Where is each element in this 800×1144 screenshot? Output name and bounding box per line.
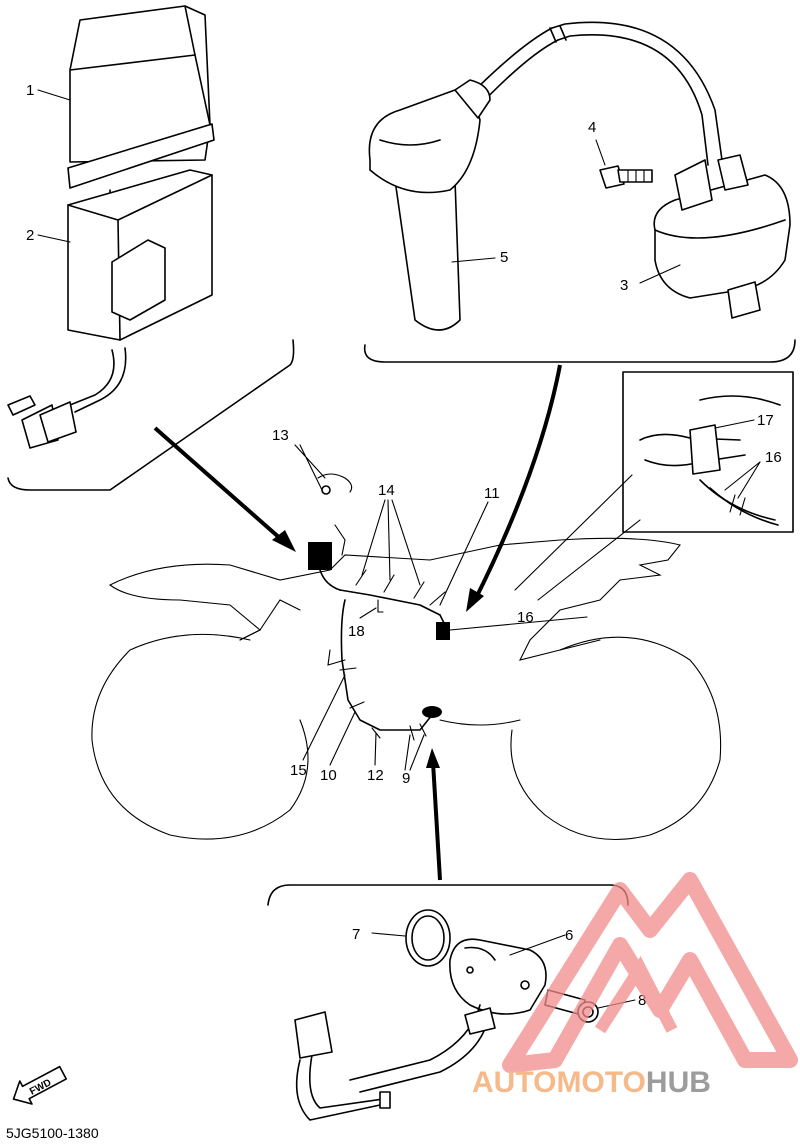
label-part-14: 14 bbox=[378, 482, 395, 499]
label-part-16-inset: 16 bbox=[765, 449, 782, 466]
label-part-8: 8 bbox=[638, 992, 646, 1009]
ignition-coil-assembly bbox=[363, 21, 796, 363]
fwd-arrow: FWD bbox=[12, 1065, 68, 1105]
inset-detail bbox=[622, 371, 794, 533]
wiring-harness bbox=[308, 473, 450, 741]
label-part-5: 5 bbox=[500, 249, 508, 266]
watermark-auto: AUTO bbox=[472, 1066, 556, 1099]
label-part-3: 3 bbox=[620, 277, 628, 294]
label-part-6: 6 bbox=[565, 927, 573, 944]
label-part-13: 13 bbox=[272, 427, 289, 444]
cdi-unit-assembly bbox=[7, 5, 295, 491]
part-labels: 1 2 3 4 5 6 7 8 9 10 11 12 13 14 15 16 1… bbox=[26, 82, 782, 1009]
motorcycle-outline bbox=[91, 524, 722, 841]
watermark-text: AUTOMOTOHUB bbox=[472, 1066, 711, 1099]
watermark-hub: HUB bbox=[646, 1066, 711, 1099]
label-part-9: 9 bbox=[402, 770, 410, 787]
label-part-4: 4 bbox=[588, 119, 596, 136]
label-part-16: 16 bbox=[517, 609, 534, 626]
watermark-logo bbox=[502, 872, 798, 1073]
label-part-1: 1 bbox=[26, 82, 34, 99]
label-part-17: 17 bbox=[757, 412, 774, 429]
label-part-2: 2 bbox=[26, 227, 34, 244]
fwd-label: FWD bbox=[28, 1077, 53, 1097]
pointer-arrows bbox=[153, 364, 641, 881]
leader-lines bbox=[37, 89, 761, 1009]
diagram-code: 5JG5100-1380 bbox=[6, 1125, 99, 1141]
watermark-moto: MOTO bbox=[556, 1066, 645, 1099]
label-part-11: 11 bbox=[484, 485, 500, 502]
label-part-7: 7 bbox=[352, 926, 360, 943]
label-part-10: 10 bbox=[320, 767, 337, 784]
label-part-12: 12 bbox=[367, 767, 384, 784]
label-part-18: 18 bbox=[348, 623, 365, 640]
label-part-15: 15 bbox=[290, 762, 307, 779]
